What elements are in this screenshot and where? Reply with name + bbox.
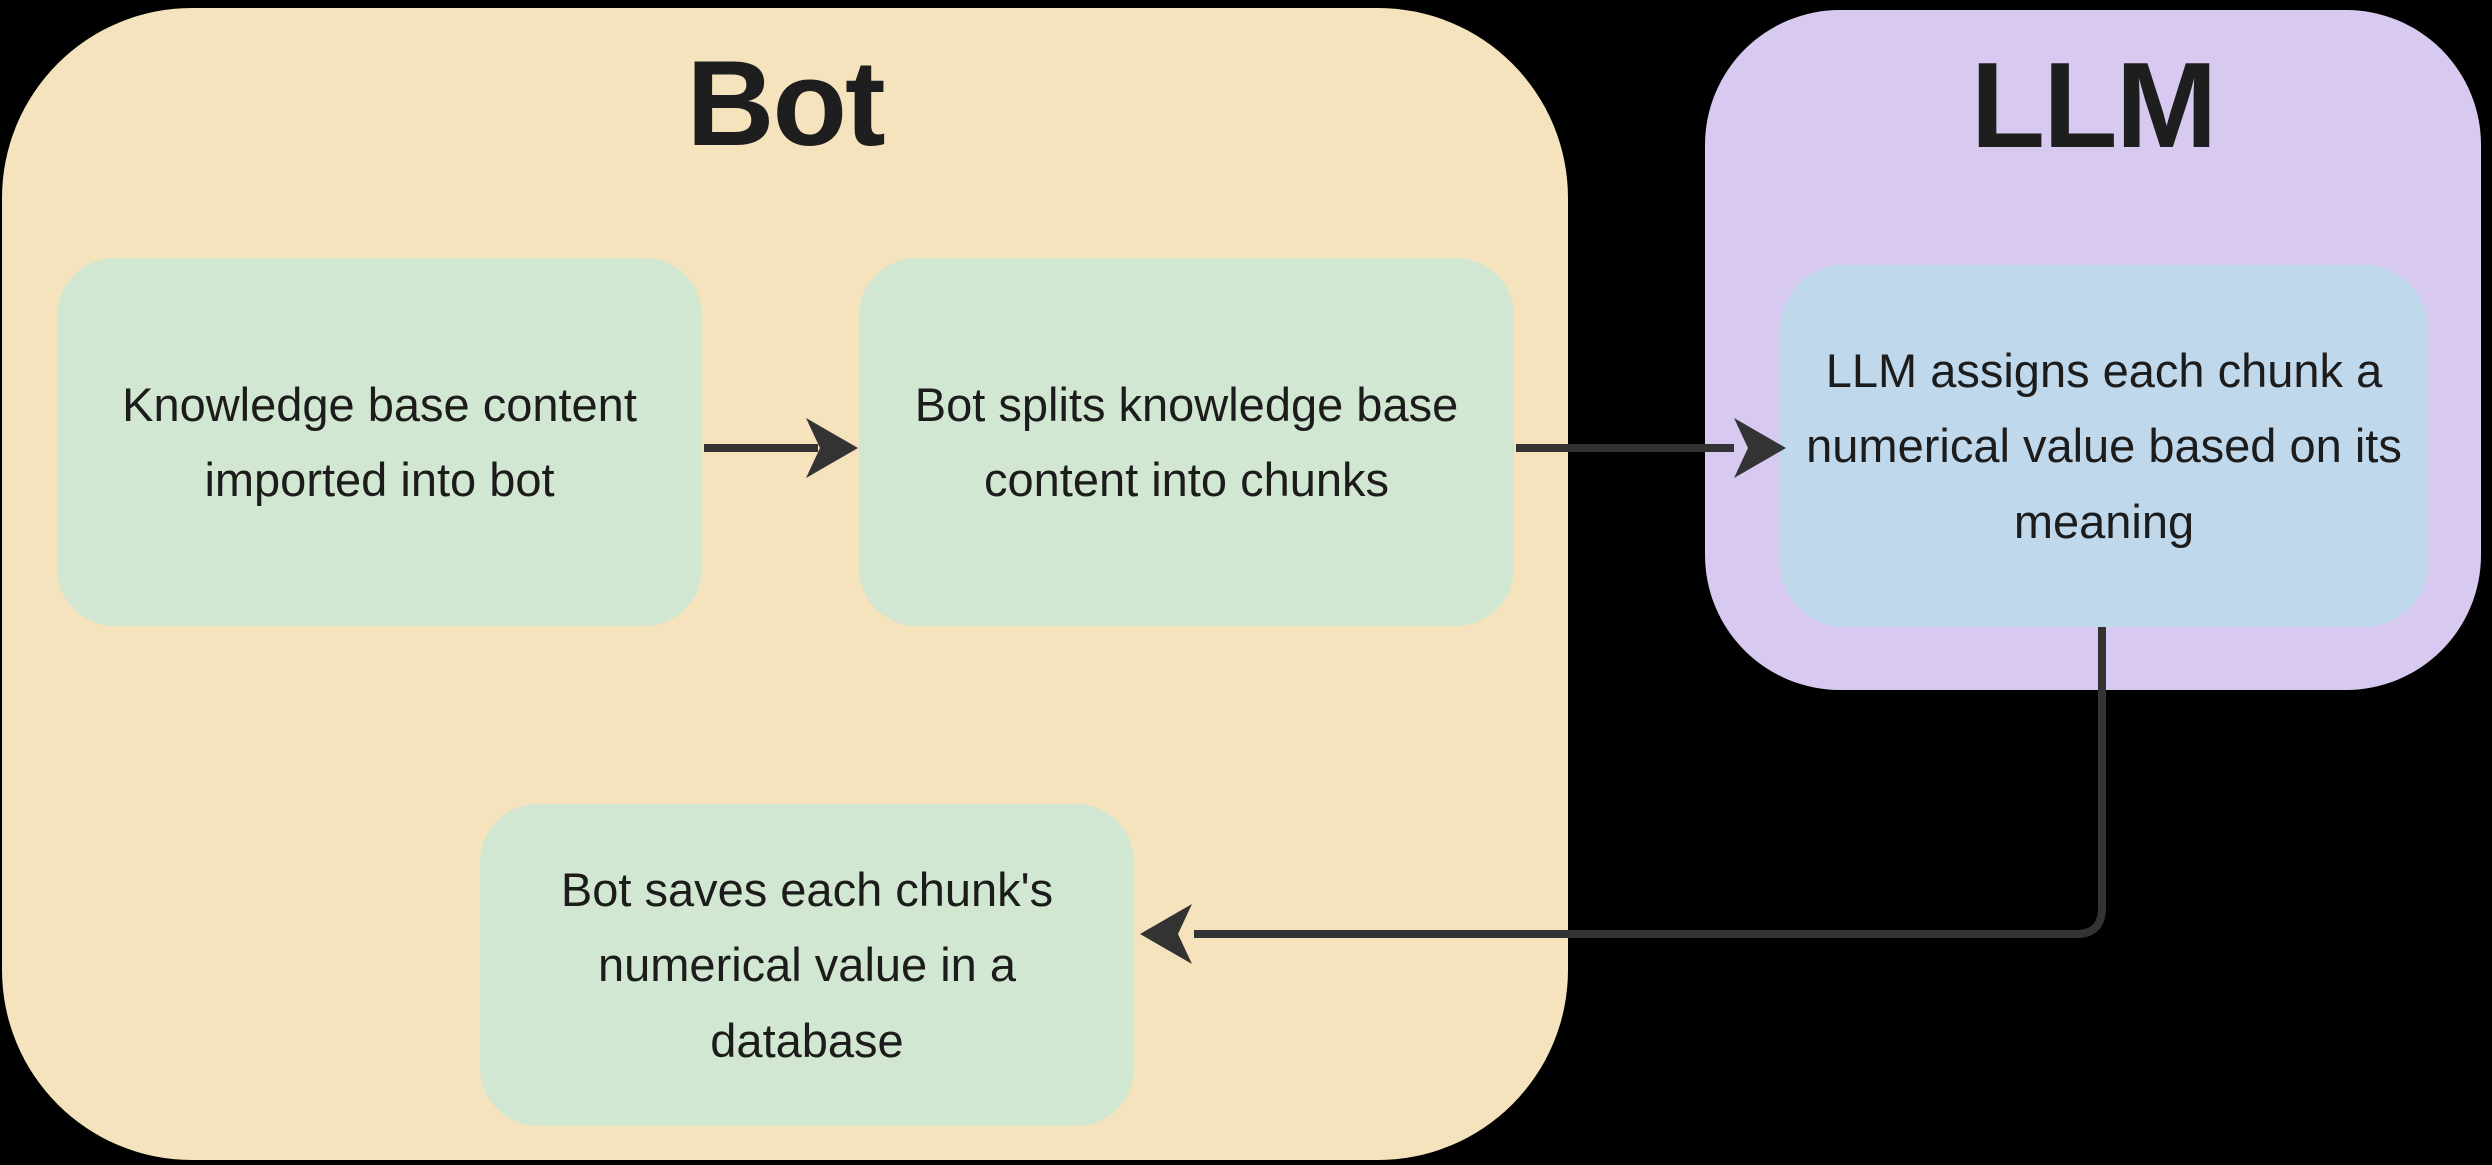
step-split-chunks: Bot splits knowledge base content into c…: [859, 258, 1514, 626]
bot-container-title: Bot: [686, 35, 885, 171]
step-knowledge-import: Knowledge base content imported into bot: [57, 258, 702, 626]
llm-container-title: LLM: [1970, 37, 2218, 173]
step-save-database: Bot saves each chunk's numerical value i…: [480, 804, 1134, 1126]
step-assign-numerical-value: LLM assigns each chunk a numerical value…: [1780, 265, 2428, 627]
